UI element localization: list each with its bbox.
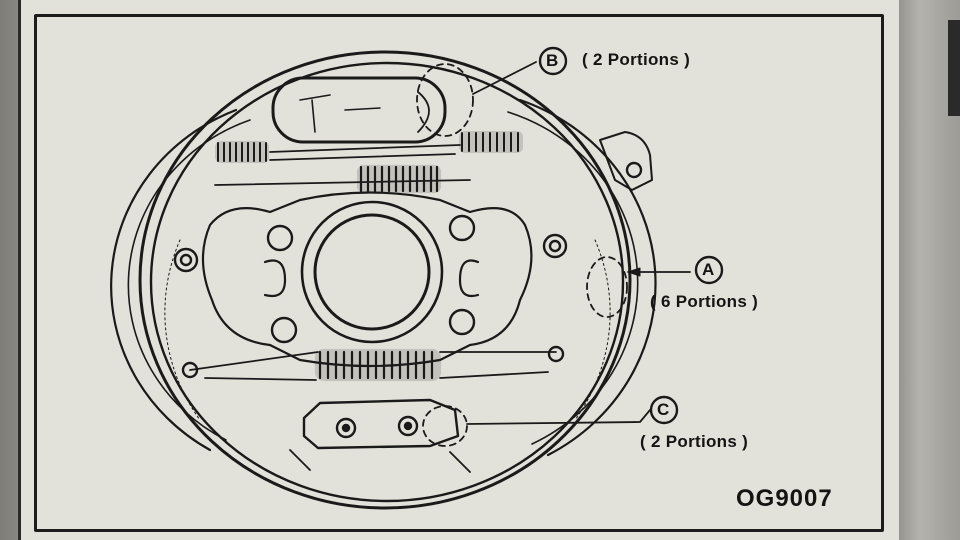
anchor-plate (302, 398, 460, 450)
anchor-bolt-right-inner (403, 421, 413, 431)
callout-a-portions: ( 6 Portions ) (650, 292, 759, 311)
lining-hatch-left (164, 239, 201, 421)
figure-code: OG9007 (736, 485, 833, 512)
lining-hatch-right (574, 239, 611, 421)
axle-hub-outer (300, 200, 444, 344)
wheel-cylinder (271, 76, 447, 144)
upper-right-spring (459, 131, 523, 153)
lower-pin-left (181, 361, 199, 379)
hold-down-pin-right-inner (548, 239, 562, 253)
manual-page (18, 0, 899, 540)
backing-plate-outer (138, 50, 632, 510)
figure-frame (34, 14, 884, 532)
cable-bracket (599, 131, 653, 191)
cam-left (263, 259, 287, 298)
brake-shoe-left-inner (127, 119, 251, 441)
bolt-hole-2 (448, 214, 476, 242)
anchor-bolt-right (397, 415, 419, 437)
brake-shoe-right (518, 98, 657, 457)
callout-a-letter: A (702, 260, 715, 279)
region-c-marker (422, 405, 468, 447)
anchor-bolt-left-inner (341, 423, 351, 433)
axle-hub-inner (313, 213, 431, 331)
wheel-cylinder-detail (299, 94, 381, 133)
callout-b-portions: ( 2 Portions ) (582, 50, 691, 69)
backing-plate-rim (149, 61, 625, 503)
callout-a-circle (694, 255, 724, 285)
bolt-hole-1 (266, 224, 294, 252)
callout-c-portions: ( 2 Portions ) (640, 432, 749, 451)
hold-down-pin-right (542, 233, 568, 259)
shoe-lower-end-left (289, 449, 471, 473)
cable-bracket-bolt (625, 161, 643, 179)
adjuster-spring (356, 164, 442, 194)
lower-pin-right (547, 345, 565, 363)
anchor-bolt-left (335, 417, 357, 439)
region-a-marker (586, 256, 628, 318)
bolt-hole-3 (270, 316, 298, 344)
wheel-cylinder-boot (417, 91, 430, 133)
bolt-hole-4 (448, 308, 476, 336)
brake-shoe-left (110, 108, 238, 452)
callout-b-circle (538, 46, 568, 76)
region-b-marker (416, 63, 474, 137)
lower-link-left (189, 351, 319, 381)
binder-tab (948, 20, 960, 116)
callout-c-letter: C (657, 400, 670, 419)
hold-down-pin-left-inner (179, 253, 193, 267)
callout-c-circle (649, 395, 679, 425)
arrow-a (627, 267, 641, 277)
leader-c (466, 409, 651, 425)
hold-down-pin-left (173, 247, 199, 273)
adjuster-strut (214, 144, 471, 186)
callout-b-letter: B (546, 51, 559, 70)
upper-left-spring (215, 141, 269, 163)
leader-b (472, 61, 537, 95)
center-flange (201, 191, 533, 368)
lower-link-right (439, 351, 557, 379)
cam-right (458, 259, 480, 298)
